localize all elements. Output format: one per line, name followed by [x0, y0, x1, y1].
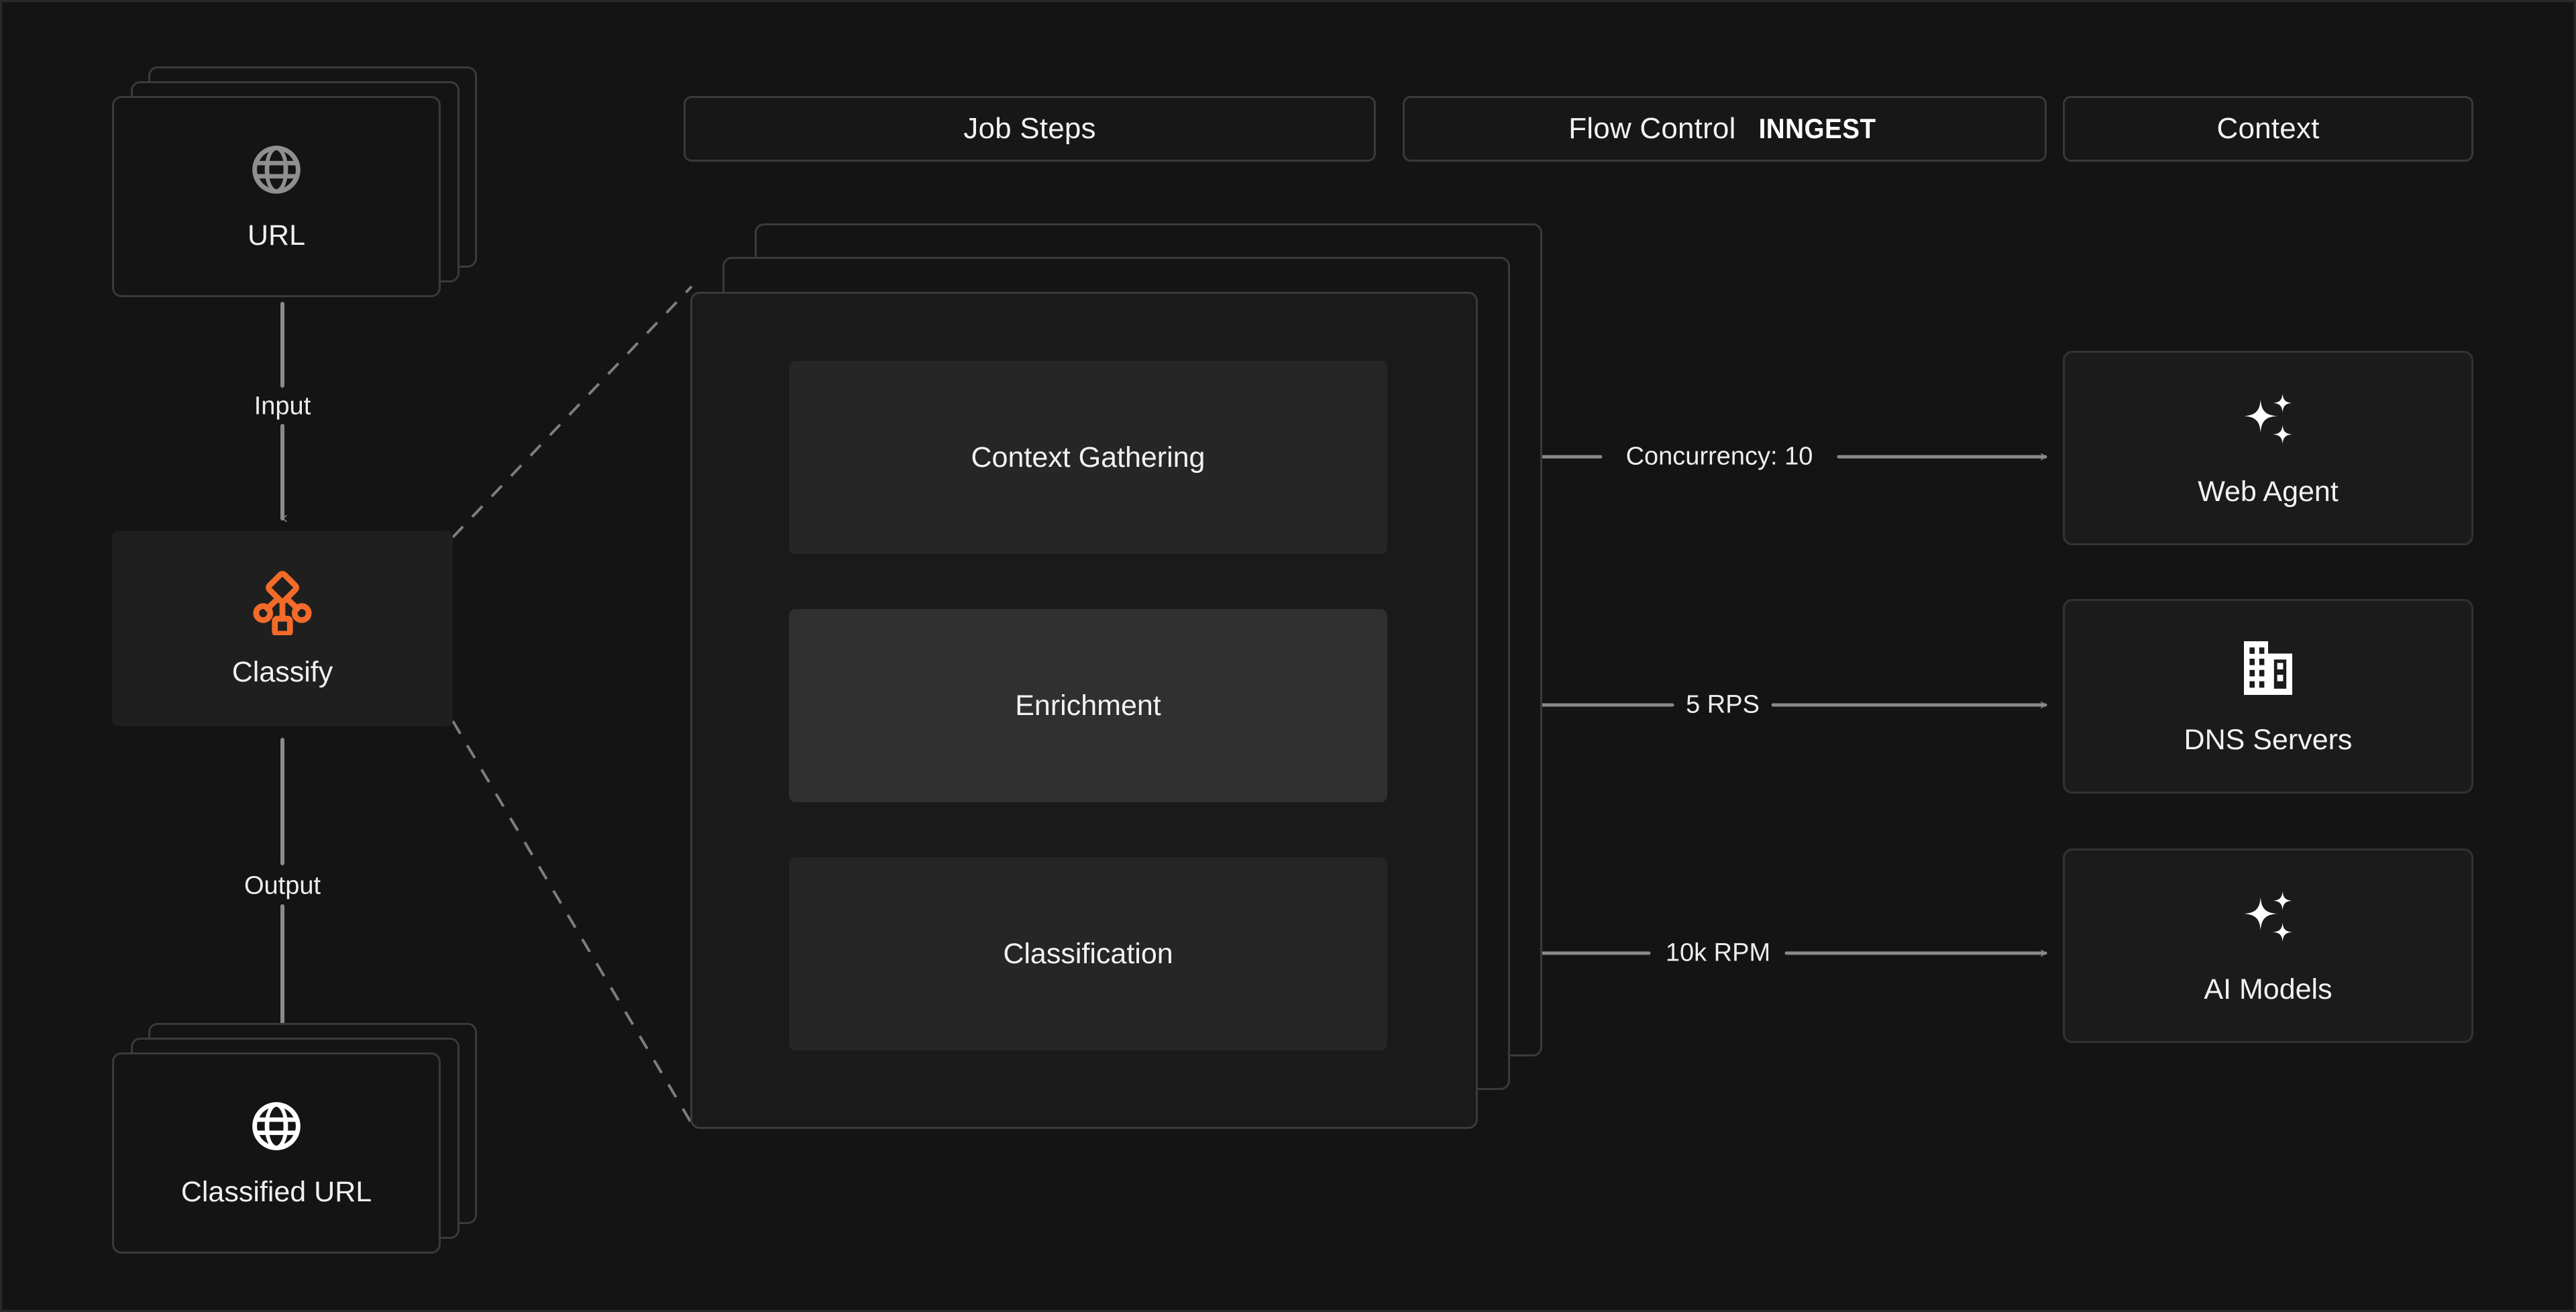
- header-context-label: Context: [2216, 112, 2320, 145]
- url-node-stack[interactable]: URL: [112, 66, 480, 308]
- context-card-web-agent[interactable]: Web Agent: [2063, 351, 2473, 545]
- job-step-label: Enrichment: [1015, 689, 1161, 722]
- job-step-label: Context Gathering: [971, 441, 1205, 474]
- url-node[interactable]: URL: [112, 96, 441, 297]
- classify-node-label: Classify: [231, 656, 333, 688]
- globe-icon: [248, 141, 305, 202]
- context-card-label: Web Agent: [2198, 476, 2339, 508]
- classified-url-node-stack[interactable]: Classified URL: [112, 1023, 480, 1264]
- header-flow-control[interactable]: Flow Control INNGEST: [1403, 96, 2047, 162]
- globe-icon: [248, 1097, 305, 1158]
- flow-control-label-rpm: 10k RPM: [1665, 938, 1771, 967]
- job-step-enrichment[interactable]: Enrichment: [789, 609, 1387, 802]
- expansion-guides: [451, 285, 693, 1125]
- flow-control-label-rps: 5 RPS: [1686, 690, 1760, 719]
- context-card-label: AI Models: [2204, 973, 2332, 1005]
- flow-control-label-concurrency: Concurrency: 10: [1625, 442, 1813, 471]
- inngest-logo: INNGEST: [1758, 113, 1876, 144]
- output-edge-label: Output: [244, 871, 321, 900]
- job-step-context-gathering[interactable]: Context Gathering: [789, 361, 1387, 554]
- sparkles-icon: [2236, 388, 2300, 455]
- url-node-label: URL: [247, 219, 306, 252]
- job-steps-panel: Context Gathering Enrichment Classificat…: [690, 292, 1478, 1129]
- input-edge-label: Input: [254, 392, 311, 421]
- classified-url-node-label: Classified URL: [180, 1176, 372, 1208]
- job-step-classification[interactable]: Classification: [789, 857, 1387, 1050]
- context-card-dns-servers[interactable]: DNS Servers: [2063, 599, 2473, 794]
- classify-node[interactable]: Classify: [112, 531, 453, 726]
- job-steps-panel-stack: Context Gathering Enrichment Classificat…: [690, 223, 1542, 1129]
- header-flow-control-label: Flow Control: [1568, 112, 1736, 145]
- job-step-label: Classification: [1003, 937, 1173, 970]
- header-job-steps-label: Job Steps: [963, 112, 1096, 145]
- workflow-branch-icon: [249, 568, 316, 639]
- header-job-steps[interactable]: Job Steps: [684, 96, 1376, 162]
- sparkles-icon: [2236, 885, 2300, 953]
- header-context[interactable]: Context: [2063, 96, 2473, 162]
- context-card-ai-models[interactable]: AI Models: [2063, 849, 2473, 1043]
- context-card-label: DNS Servers: [2184, 724, 2353, 756]
- classified-url-node[interactable]: Classified URL: [112, 1052, 441, 1254]
- building-icon: [2236, 636, 2300, 704]
